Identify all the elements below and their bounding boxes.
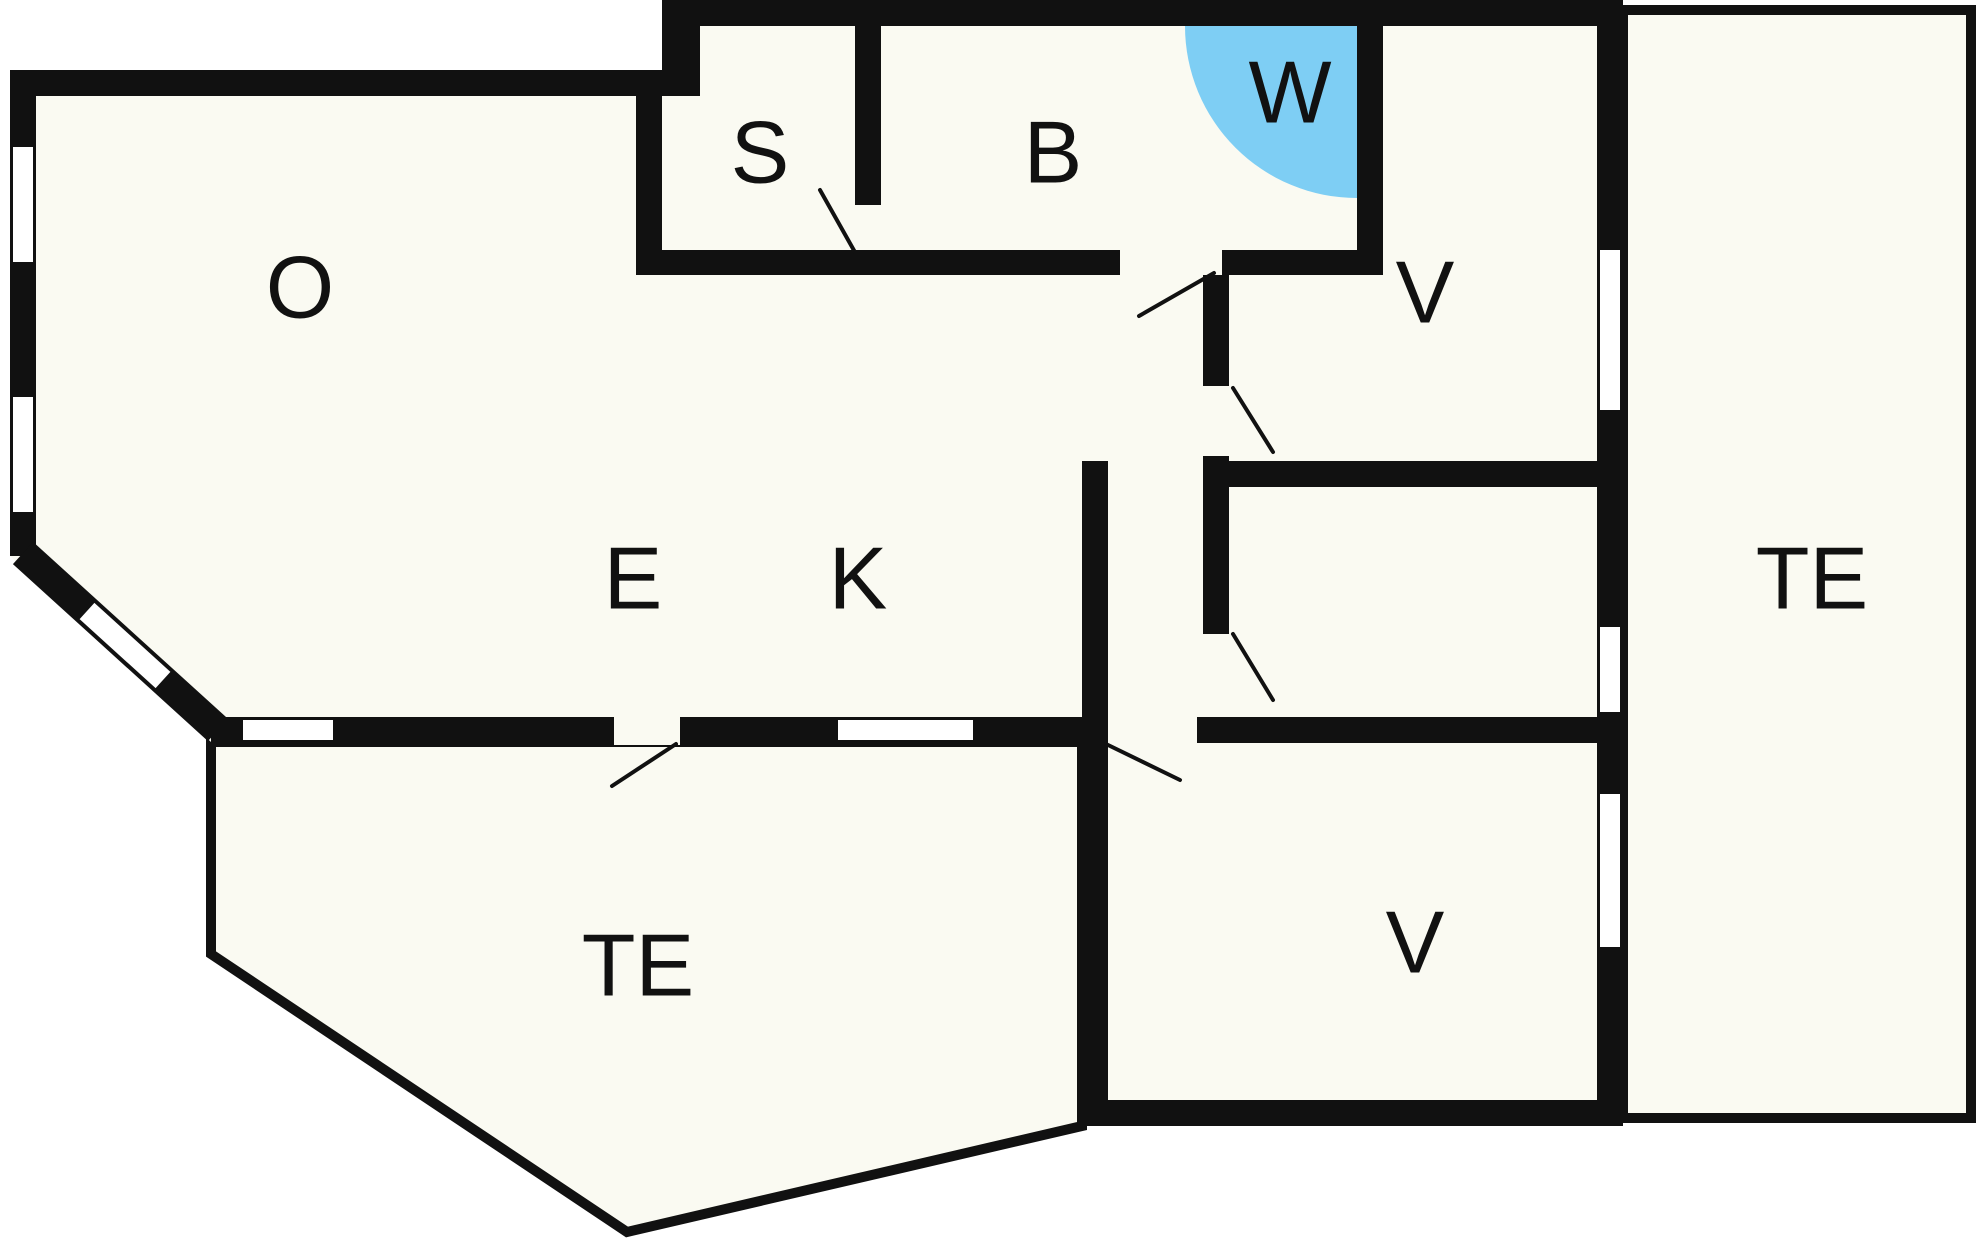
room-labels: O S B W V E K TE V TE bbox=[266, 43, 1868, 1015]
window-right-1 bbox=[1600, 250, 1620, 410]
room-label-s: S bbox=[731, 103, 790, 202]
wall-bath-bottom-right bbox=[1222, 250, 1383, 275]
door-swing-terrace-south bbox=[610, 742, 678, 788]
window-left-1 bbox=[13, 147, 33, 262]
wall-top-main bbox=[662, 0, 1623, 26]
door-swing-bedroom-south bbox=[1104, 742, 1182, 782]
doors bbox=[610, 188, 1275, 788]
window-right-2 bbox=[1600, 627, 1620, 712]
door-swing-s bbox=[818, 188, 858, 256]
door-swing-hall-room1 bbox=[1231, 386, 1275, 454]
door-swing-hall-room2 bbox=[1231, 632, 1275, 702]
wall-bath-hall-divider bbox=[1357, 26, 1383, 275]
room-label-entry: E bbox=[604, 529, 663, 628]
room-label-livingroom: O bbox=[266, 238, 334, 337]
window-diagonal bbox=[79, 602, 171, 689]
room-label-terrace-east: TE bbox=[1756, 529, 1868, 628]
wall-top-livingroom bbox=[10, 70, 700, 96]
door-opening-terrace-south bbox=[614, 715, 680, 745]
window-left-2 bbox=[13, 397, 33, 512]
room-label-hall: V bbox=[1396, 243, 1455, 342]
wall-bottom-southeast bbox=[1082, 1100, 1623, 1126]
room-label-terrace-south: TE bbox=[582, 916, 694, 1015]
wall-s-b-divider bbox=[855, 26, 881, 205]
room-label-bedroom-south: V bbox=[1386, 893, 1445, 992]
windows bbox=[13, 147, 1620, 947]
window-south-1 bbox=[243, 720, 333, 740]
wall-central-vertical bbox=[1082, 461, 1108, 1126]
wall-bath-bottom-left bbox=[636, 250, 1120, 275]
room-label-kitchen: K bbox=[829, 529, 888, 628]
wall-s-left bbox=[636, 70, 662, 275]
wall-hall-right-upper bbox=[1203, 275, 1229, 386]
window-right-3 bbox=[1600, 794, 1620, 947]
shower-corner bbox=[1185, 26, 1357, 198]
room-label-bath: B bbox=[1024, 103, 1083, 202]
wall-mid-horizontal-2 bbox=[1197, 717, 1623, 743]
wall-mid-horizontal-1 bbox=[1203, 461, 1623, 487]
door-swing-bath bbox=[1137, 271, 1216, 318]
wall-right bbox=[1597, 0, 1623, 1126]
window-south-2 bbox=[838, 720, 973, 740]
room-label-wc: W bbox=[1248, 43, 1331, 142]
